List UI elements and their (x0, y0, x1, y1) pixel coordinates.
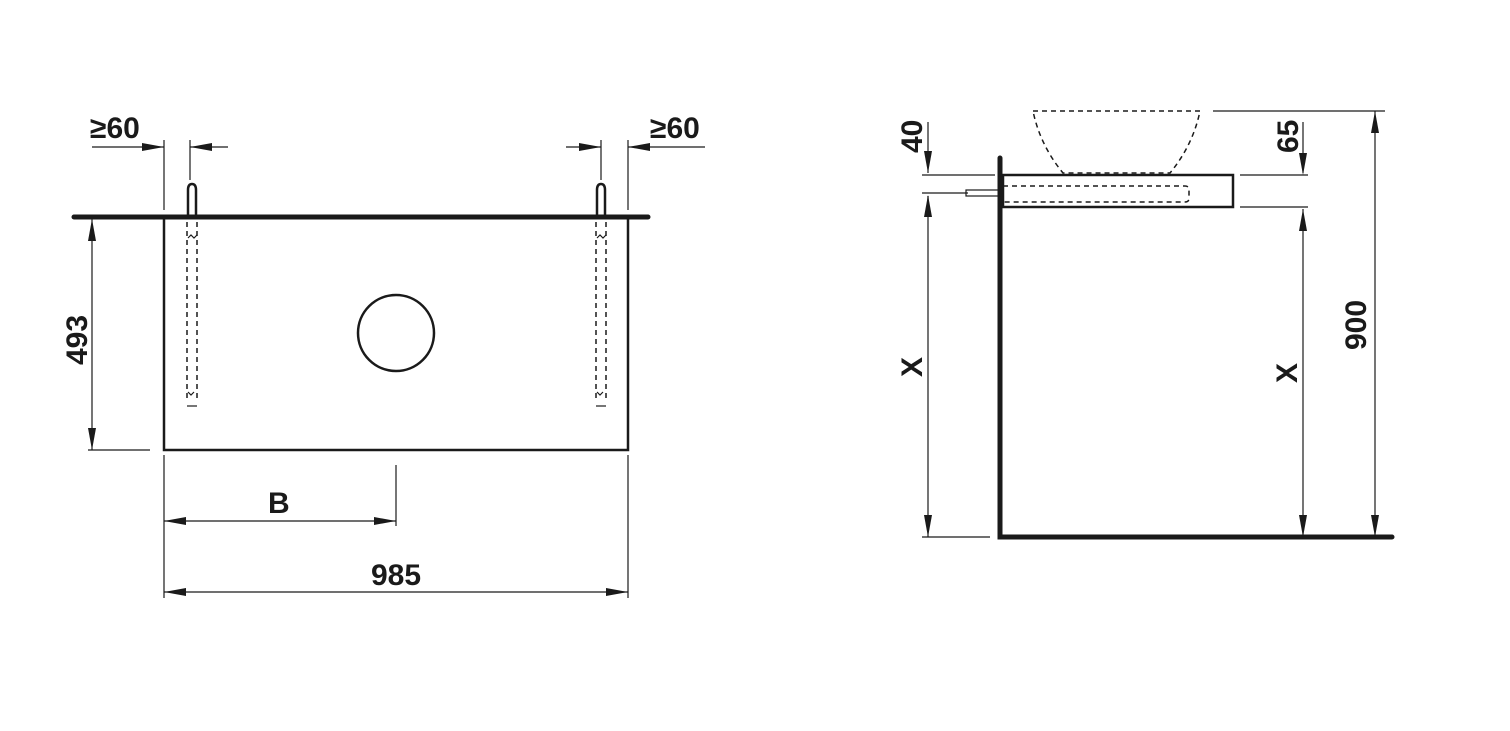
thickness-label: 65 (1272, 120, 1305, 153)
left-clearance-label: ≥60 (90, 112, 140, 145)
depth-label: 493 (61, 315, 94, 365)
side-hidden-drawer (1003, 185, 1190, 203)
depth-dimension: 493 (61, 219, 150, 451)
width-dimension: 985 (164, 455, 629, 598)
total-height-label: 900 (1340, 300, 1373, 350)
right-height-dimension: X (1271, 209, 1307, 537)
side-wall-floor (997, 155, 1395, 540)
right-height-label: X (1271, 363, 1304, 383)
right-wall-bolt (595, 182, 607, 407)
left-height-dimension: X (896, 196, 990, 538)
side-countertop (1001, 173, 1235, 209)
top-offset-label: 40 (896, 120, 929, 153)
right-clearance-label: ≥60 (650, 112, 700, 145)
thickness-dimension: 65 (1240, 120, 1308, 208)
left-clearance-dimension: ≥60 (90, 112, 228, 210)
total-height-dimension: 900 (1213, 110, 1385, 537)
offset-label: B (268, 487, 290, 520)
right-clearance-dimension: ≥60 (566, 112, 705, 210)
vessel-basin-outline (1032, 110, 1201, 174)
side-view: 40 65 X X 900 (896, 110, 1395, 540)
left-wall-bolt (186, 182, 198, 407)
front-view: ≥60 ≥60 493 B (61, 112, 705, 598)
top-offset-dimension: 40 (896, 120, 995, 217)
width-label: 985 (371, 559, 421, 592)
left-height-label: X (896, 357, 929, 377)
drain-hole (356, 293, 436, 373)
front-cabinet-outline (162, 217, 630, 452)
side-wall-bolt (965, 189, 1001, 197)
offset-dimension: B (163, 455, 397, 598)
